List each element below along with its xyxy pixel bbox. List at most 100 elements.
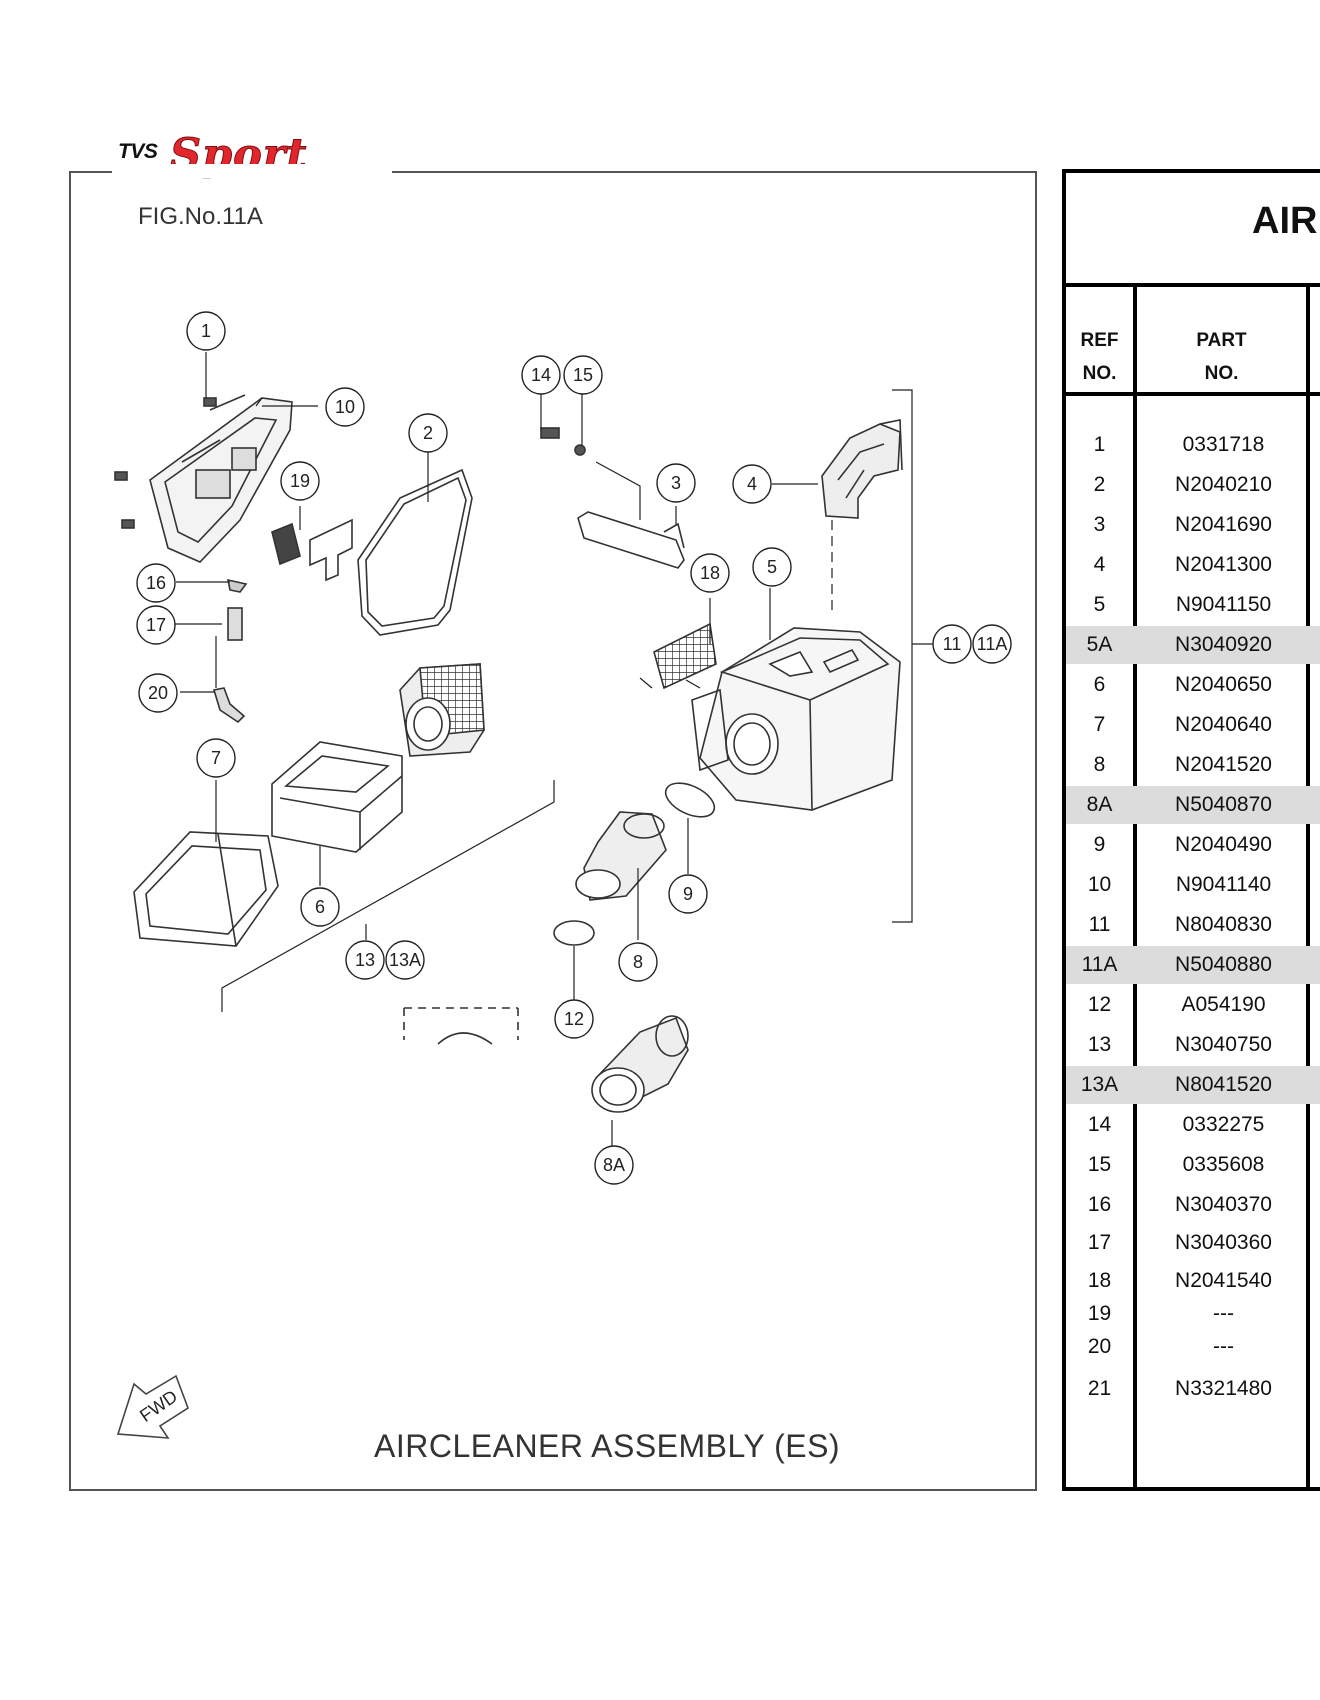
part-4-snorkel-drawing	[821, 419, 903, 519]
ref-no: 21	[1087, 1377, 1112, 1400]
ref-no: 9	[1093, 833, 1106, 856]
part-no: 0335608	[1182, 1153, 1265, 1176]
part-no: A054190	[1181, 993, 1266, 1016]
table-row: 11A N5040880	[1066, 946, 1320, 984]
callout-17: 17	[136, 605, 176, 645]
figure-number: FIG.No.11A	[138, 203, 263, 230]
table-header-bottom-rule	[1062, 392, 1320, 396]
part-13-filter-drawing	[399, 663, 485, 757]
ref-no: 1	[1093, 433, 1106, 456]
part-19-drawing	[271, 518, 353, 582]
ref-no: 5A	[1086, 633, 1113, 656]
part-9-clamp-drawing	[664, 782, 716, 818]
ref-no: 8A	[1086, 793, 1113, 816]
table-row: 12 A054190	[1066, 986, 1320, 1024]
svg-text:16: 16	[146, 573, 166, 593]
screw-drawings	[114, 397, 586, 529]
part-no: N9041140	[1175, 873, 1272, 896]
ref-no: 15	[1087, 1153, 1112, 1176]
part-no: N3040750	[1175, 1033, 1272, 1056]
svg-text:1: 1	[201, 321, 211, 341]
svg-text:5: 5	[767, 557, 777, 577]
callout-18: 18	[690, 553, 730, 593]
callout-11: 11	[932, 624, 972, 664]
ref-no: 3	[1093, 513, 1106, 536]
part-no: N2041520	[1175, 753, 1272, 776]
callout-14: 14	[521, 355, 561, 395]
svg-text:11: 11	[943, 634, 962, 654]
ref-no: 16	[1087, 1193, 1112, 1216]
svg-text:11A: 11A	[977, 634, 1008, 654]
table-row: 16 N3040370	[1066, 1186, 1320, 1224]
callout-6: 6	[300, 887, 340, 927]
callout-2: 2	[408, 413, 448, 453]
part-no: N5040870	[1175, 793, 1272, 816]
figure-title: AIRCLEANER ASSEMBLY (ES)	[374, 1428, 841, 1464]
part-no: N2040650	[1175, 673, 1272, 696]
table-row: 15 0335608	[1066, 1146, 1320, 1184]
ref-no: 12	[1087, 993, 1112, 1016]
svg-text:14: 14	[531, 365, 551, 385]
hidden-part-outline	[403, 1007, 519, 1040]
callout-4: 4	[732, 464, 772, 504]
svg-text:2: 2	[423, 423, 433, 443]
callout-13: 13	[345, 940, 385, 980]
ref-no: 7	[1093, 713, 1106, 736]
header-ref-line1: REF	[1080, 330, 1119, 351]
svg-text:10: 10	[335, 397, 355, 417]
callout-7: 7	[196, 738, 236, 778]
svg-text:12: 12	[564, 1009, 584, 1029]
part-no: N2040640	[1175, 713, 1272, 736]
callout-5: 5	[752, 547, 792, 587]
exploded-parts-diagram: 1 10 2 19 16 17 20 7 6 13 13A 14 15 3 4 …	[114, 311, 1012, 1439]
ref-no: 18	[1087, 1269, 1112, 1292]
callout-11a: 11A	[972, 624, 1012, 664]
table-row: 5A N3040920	[1066, 626, 1320, 664]
part-7-duct-drawing	[133, 831, 279, 947]
svg-text:15: 15	[573, 365, 593, 385]
callout-19: 19	[280, 461, 320, 501]
table-row: 21 N3321480	[1066, 1370, 1320, 1408]
part-no: N3040370	[1175, 1193, 1272, 1216]
table-row: 18 N2041540	[1066, 1262, 1320, 1300]
leader-lines	[174, 352, 936, 1150]
callout-10: 10	[325, 387, 365, 427]
ref-no: 10	[1087, 873, 1112, 896]
ref-no: 11A	[1081, 953, 1118, 976]
part-8a-joint-drawing	[591, 1015, 689, 1113]
part-no: ---	[1213, 1335, 1234, 1358]
header-ref: REF NO.	[1066, 324, 1133, 390]
header-ref-line2: NO.	[1082, 363, 1117, 384]
callout-13a: 13A	[385, 940, 425, 980]
table-column-rule-1	[1133, 283, 1137, 1489]
part-3-bracket-drawing	[577, 511, 685, 569]
table-row: 1 0331718	[1066, 426, 1320, 464]
callout-1: 1	[186, 311, 226, 351]
table-row: 7 N2040640	[1066, 706, 1320, 744]
part-17-drawing	[227, 607, 243, 641]
part-no: N3040920	[1175, 633, 1272, 656]
part-10-cover-drawing	[149, 394, 293, 563]
part-no: 0331718	[1182, 433, 1265, 456]
part-18-mesh-drawing	[653, 622, 717, 690]
svg-text:17: 17	[146, 615, 166, 635]
part-no: 0332275	[1182, 1113, 1265, 1136]
ref-no: 13	[1087, 1033, 1112, 1056]
callout-8: 8	[618, 942, 658, 982]
svg-text:4: 4	[747, 474, 757, 494]
ref-no: 5	[1093, 593, 1106, 616]
part-no: N3321480	[1175, 1377, 1272, 1400]
part-no: N5040880	[1175, 953, 1272, 976]
part-no: N8041520	[1175, 1073, 1272, 1096]
header-part: PART NO.	[1137, 324, 1306, 390]
frame-gap	[112, 164, 392, 178]
part-no: N2041540	[1175, 1269, 1272, 1292]
part-2-gasket-drawing	[357, 468, 473, 636]
table-column-rule-2	[1306, 283, 1310, 1489]
part-no: N2040210	[1175, 473, 1272, 496]
